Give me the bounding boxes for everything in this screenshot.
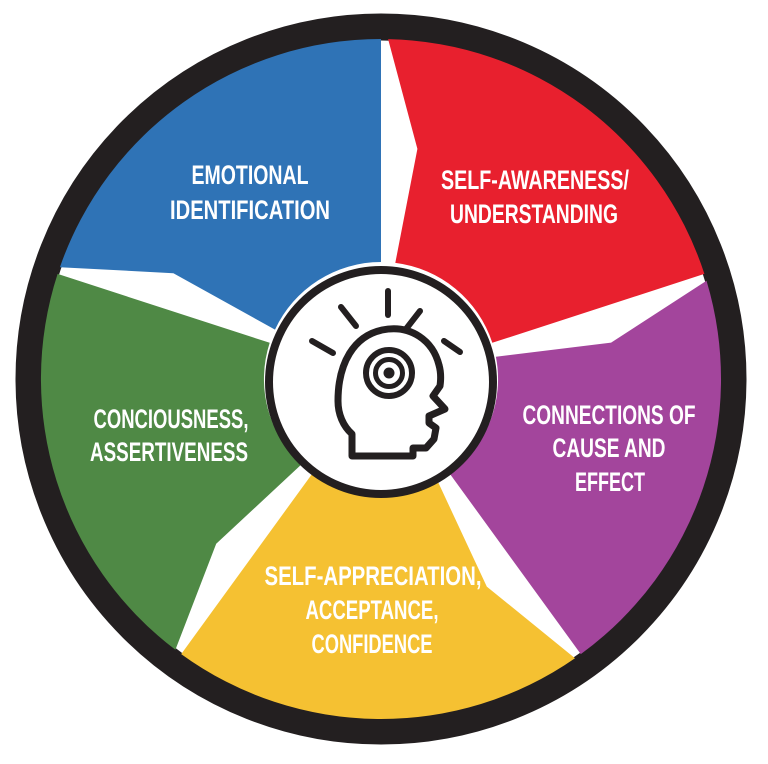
segment-label-self-awareness-understanding: SELF-AWARENESS/ xyxy=(441,165,629,195)
thinking-head-icon xyxy=(309,288,463,460)
segment-label-connections-of-cause-and-effect: EFFECT xyxy=(575,467,645,497)
segment-emotional-identification xyxy=(59,39,382,330)
bullseye-icon xyxy=(363,347,415,399)
segment-label-self-appreciation-acceptance-confidence: ACCEPTANCE, xyxy=(306,595,439,625)
segment-label-emotional-identification: EMOTIONAL xyxy=(192,160,309,190)
segment-label-conciousness-assertiveness: CONCIOUSNESS, xyxy=(94,404,249,434)
idea-rays-icon xyxy=(309,288,463,356)
segment-label-connections-of-cause-and-effect: CAUSE AND xyxy=(553,433,666,463)
segment-self-appreciation-acceptance-confidence xyxy=(181,473,575,719)
wheel-segments xyxy=(40,39,722,719)
segment-label-emotional-identification: IDENTIFICATION xyxy=(170,195,330,225)
segment-conciousness-assertiveness xyxy=(40,273,302,650)
head-profile-icon xyxy=(334,325,449,460)
segment-labels: SELF-AWARENESS/UNDERSTANDING CONNECTIONS … xyxy=(90,160,696,659)
segment-connections-of-cause-and-effect xyxy=(449,280,722,655)
segment-label-self-appreciation-acceptance-confidence: SELF-APPRECIATION, xyxy=(265,561,482,591)
segment-label-self-awareness-understanding: UNDERSTANDING xyxy=(450,199,618,229)
segment-label-conciousness-assertiveness: ASSERTIVENESS xyxy=(90,437,248,467)
segment-label-self-appreciation-acceptance-confidence: CONFIDENCE xyxy=(312,629,433,659)
segment-label-connections-of-cause-and-effect: CONNECTIONS OF xyxy=(523,400,696,430)
segment-self-awareness-understanding xyxy=(388,39,705,343)
